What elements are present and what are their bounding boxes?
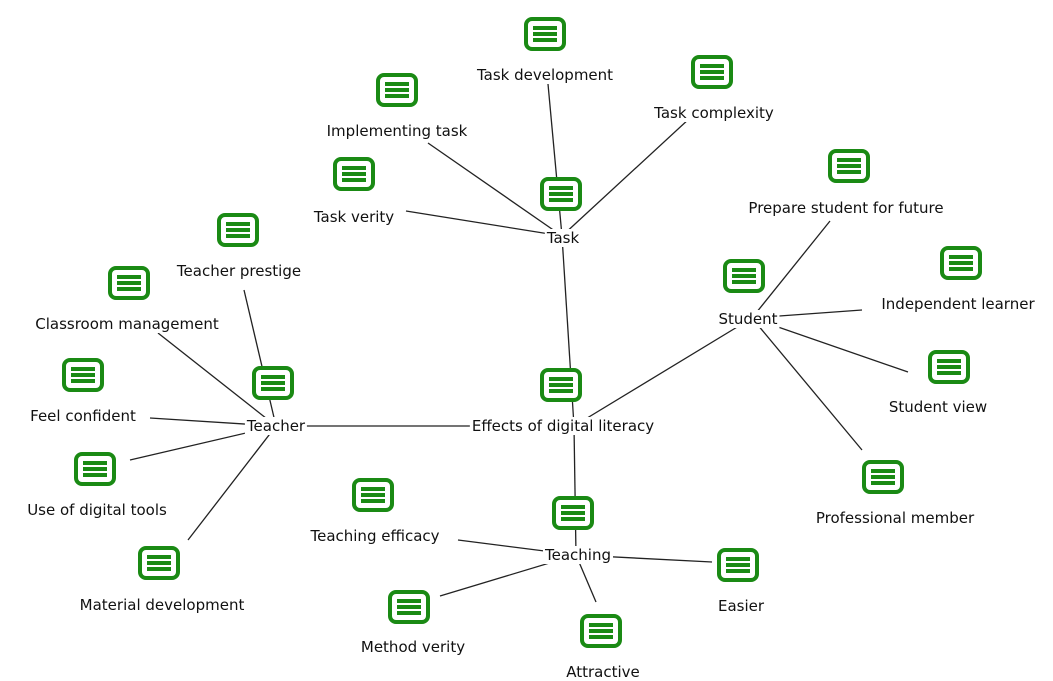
list-icon[interactable] xyxy=(138,546,180,580)
list-icon[interactable] xyxy=(552,496,594,530)
list-icon[interactable] xyxy=(828,149,870,183)
list-icon[interactable] xyxy=(580,614,622,648)
node-label-student-view[interactable]: Student view xyxy=(886,398,990,416)
node-label-easier[interactable]: Easier xyxy=(715,597,767,615)
list-icon[interactable] xyxy=(217,213,259,247)
node-label-task-complexity[interactable]: Task complexity xyxy=(652,104,776,122)
node-label-classroom-management[interactable]: Classroom management xyxy=(33,315,221,333)
node-label-teaching[interactable]: Teaching xyxy=(543,546,613,564)
list-icon[interactable] xyxy=(723,259,765,293)
list-icon[interactable] xyxy=(352,478,394,512)
node-label-implementing-task[interactable]: Implementing task xyxy=(324,122,470,140)
node-label-student[interactable]: Student xyxy=(716,310,780,328)
node-label-teacher-prestige[interactable]: Teacher prestige xyxy=(174,262,304,280)
edge-task-task_development xyxy=(547,83,563,237)
node-label-method-verity[interactable]: Method verity xyxy=(358,638,468,656)
node-label-independent-learner[interactable]: Independent learner xyxy=(879,295,1037,313)
edge-effects-student xyxy=(573,317,753,427)
edge-teacher-teacher_prestige xyxy=(243,289,277,427)
node-label-teaching-efficacy[interactable]: Teaching efficacy xyxy=(308,527,442,545)
node-label-effects[interactable]: Effects of digital literacy xyxy=(469,417,657,435)
node-label-teacher[interactable]: Teacher xyxy=(244,417,308,435)
list-icon[interactable] xyxy=(691,55,733,89)
edge-task-task_verity xyxy=(405,210,563,237)
list-icon[interactable] xyxy=(540,368,582,402)
list-icon[interactable] xyxy=(540,177,582,211)
node-label-task[interactable]: Task xyxy=(544,229,582,247)
node-label-material-development[interactable]: Material development xyxy=(77,596,247,614)
list-icon[interactable] xyxy=(717,548,759,582)
list-icon[interactable] xyxy=(928,350,970,384)
edge-task-task_complexity xyxy=(561,117,691,237)
list-icon[interactable] xyxy=(252,366,294,400)
list-icon[interactable] xyxy=(333,157,375,191)
edge-teacher-classroom_management xyxy=(157,332,277,427)
list-icon[interactable] xyxy=(940,246,982,280)
edge-student-professional_member xyxy=(751,317,863,451)
edge-student-prepare_student xyxy=(751,220,831,319)
list-icon[interactable] xyxy=(108,266,150,300)
list-icon[interactable] xyxy=(524,17,566,51)
list-icon[interactable] xyxy=(388,590,430,624)
edge-task-implementing_task xyxy=(427,142,563,237)
node-label-prepare-student[interactable]: Prepare student for future xyxy=(746,199,946,217)
node-label-use-digital-tools[interactable]: Use of digital tools xyxy=(25,501,169,519)
list-icon[interactable] xyxy=(376,73,418,107)
node-label-professional-member[interactable]: Professional member xyxy=(813,509,977,527)
node-label-task-verity[interactable]: Task verity xyxy=(311,208,397,226)
list-icon[interactable] xyxy=(74,452,116,486)
list-icon[interactable] xyxy=(62,358,104,392)
edge-effects-teaching xyxy=(573,425,577,556)
list-icon[interactable] xyxy=(862,460,904,494)
node-label-task-development[interactable]: Task development xyxy=(474,66,616,84)
node-label-feel-confident[interactable]: Feel confident xyxy=(28,407,138,425)
edge-teacher-material_development xyxy=(187,425,277,541)
node-label-attractive[interactable]: Attractive xyxy=(564,663,642,681)
